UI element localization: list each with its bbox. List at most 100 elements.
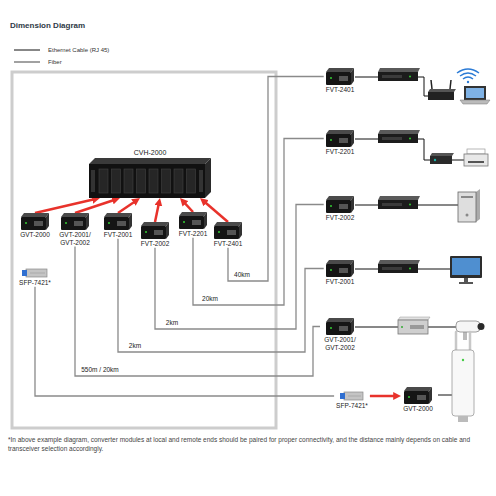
converter-icon [326, 130, 354, 147]
converter-icon [74, 221, 83, 226]
device-label: SFP-7421* [336, 401, 368, 410]
converter-icon [330, 269, 332, 271]
sfp-icon [340, 391, 364, 401]
wireless-router [428, 89, 456, 92]
sfp-module: SFP-7421* [334, 391, 370, 410]
legend-text: Fiber [48, 59, 62, 65]
chassis-node: CVH-2000 [87, 149, 213, 198]
converter-icon [326, 264, 351, 277]
ethernet-cable [355, 77, 378, 78]
distance-label: 550m / 20km [80, 366, 120, 374]
distance-label: 2km [165, 319, 179, 327]
device-label: GVT-2001/ GVT-2002 [322, 335, 358, 352]
converter-icon [239, 222, 242, 239]
red-arrow [118, 202, 134, 213]
printer-icon [464, 149, 488, 166]
monitor-icon [459, 282, 473, 284]
wifi-symbol [457, 69, 479, 73]
device-label: FVT-2001 [326, 277, 355, 286]
converter-icon [141, 222, 169, 226]
converter-icon [145, 231, 147, 233]
converter-icon [326, 260, 354, 277]
desktop-tower [476, 189, 480, 222]
converter-icon [404, 387, 432, 404]
converter-icon [21, 213, 49, 230]
converter-icon [404, 387, 432, 391]
network-switch [409, 138, 411, 140]
converter-icon [326, 68, 354, 72]
converter-icon [404, 391, 429, 404]
access-point [469, 332, 472, 350]
converter-icon [108, 222, 110, 224]
sfp-icon [22, 270, 27, 276]
ethernet-cable [355, 327, 398, 328]
media-converter: FVT-2001 [102, 213, 135, 239]
access-point [452, 350, 474, 416]
wireless-router [450, 80, 451, 89]
converter-icon [330, 327, 332, 329]
media-converter: GVT-2000 [401, 387, 435, 413]
fiber-legend [14, 61, 40, 63]
wifi-symbol [463, 77, 473, 79]
sfp-module: SFP-7421* [17, 268, 53, 287]
legend-row: Ethernet Cable (RJ 45) [14, 46, 109, 54]
converter-icon [21, 217, 46, 230]
converter-icon [417, 395, 426, 400]
ethernet-legend [14, 46, 42, 54]
desktop-tower [458, 189, 480, 222]
converter-icon [326, 318, 354, 322]
converter-icon [117, 221, 126, 226]
legend-row: Fiber [14, 58, 62, 66]
diagram-title: Dimension Diagram [10, 21, 85, 30]
converter-icon [34, 221, 43, 226]
sfp-icon [344, 392, 363, 400]
media-box [430, 153, 454, 156]
media-converter: GVT-2000 [18, 213, 52, 239]
monitor-icon [450, 256, 482, 278]
printer-icon [464, 154, 488, 166]
media-converter: GVT-2001/ GVT-2002 [320, 318, 360, 352]
network-switch [378, 68, 420, 273]
converter-icon [339, 204, 348, 209]
network-switch [409, 204, 411, 206]
chassis-icon [205, 158, 211, 198]
converter-icon [218, 231, 220, 233]
device-label: FVT-2201 [326, 147, 355, 156]
red-arrow [75, 200, 113, 213]
media-box [434, 159, 436, 161]
converter-icon [214, 226, 239, 239]
converter-icon [179, 212, 207, 229]
media-converter: FVT-2401 [212, 222, 245, 248]
chassis-icon [174, 169, 183, 193]
converter-icon [326, 318, 354, 335]
wireless-router [431, 80, 432, 89]
converter-icon [61, 217, 86, 230]
media-converter: FVT-2002 [324, 196, 357, 222]
converter-icon [339, 326, 348, 331]
media-converter: FVT-2201 [177, 212, 210, 238]
monitor-icon [452, 258, 480, 275]
media-box [430, 153, 454, 164]
network-switch [378, 72, 418, 81]
network-switch [378, 200, 418, 209]
media-converter: FVT-2001 [324, 260, 357, 286]
converter-icon [326, 72, 351, 85]
fiber-line [228, 77, 324, 282]
converter-icon [104, 213, 132, 217]
converter-icon [339, 268, 348, 273]
fiber-line [75, 247, 320, 376]
converter-icon [330, 77, 332, 79]
media-converter: FVT-2201 [324, 130, 357, 156]
monitor-icon [464, 278, 468, 282]
laptop-icon [460, 100, 490, 104]
access-point [455, 332, 458, 350]
converter-icon [351, 68, 354, 85]
wifi-symbol [460, 73, 476, 76]
network-switch [382, 75, 402, 78]
converter-icon [351, 318, 354, 335]
desktop-tower [466, 214, 469, 217]
wifi-symbol [467, 81, 469, 83]
network-switch [378, 134, 418, 143]
sfp-icon [30, 273, 45, 274]
